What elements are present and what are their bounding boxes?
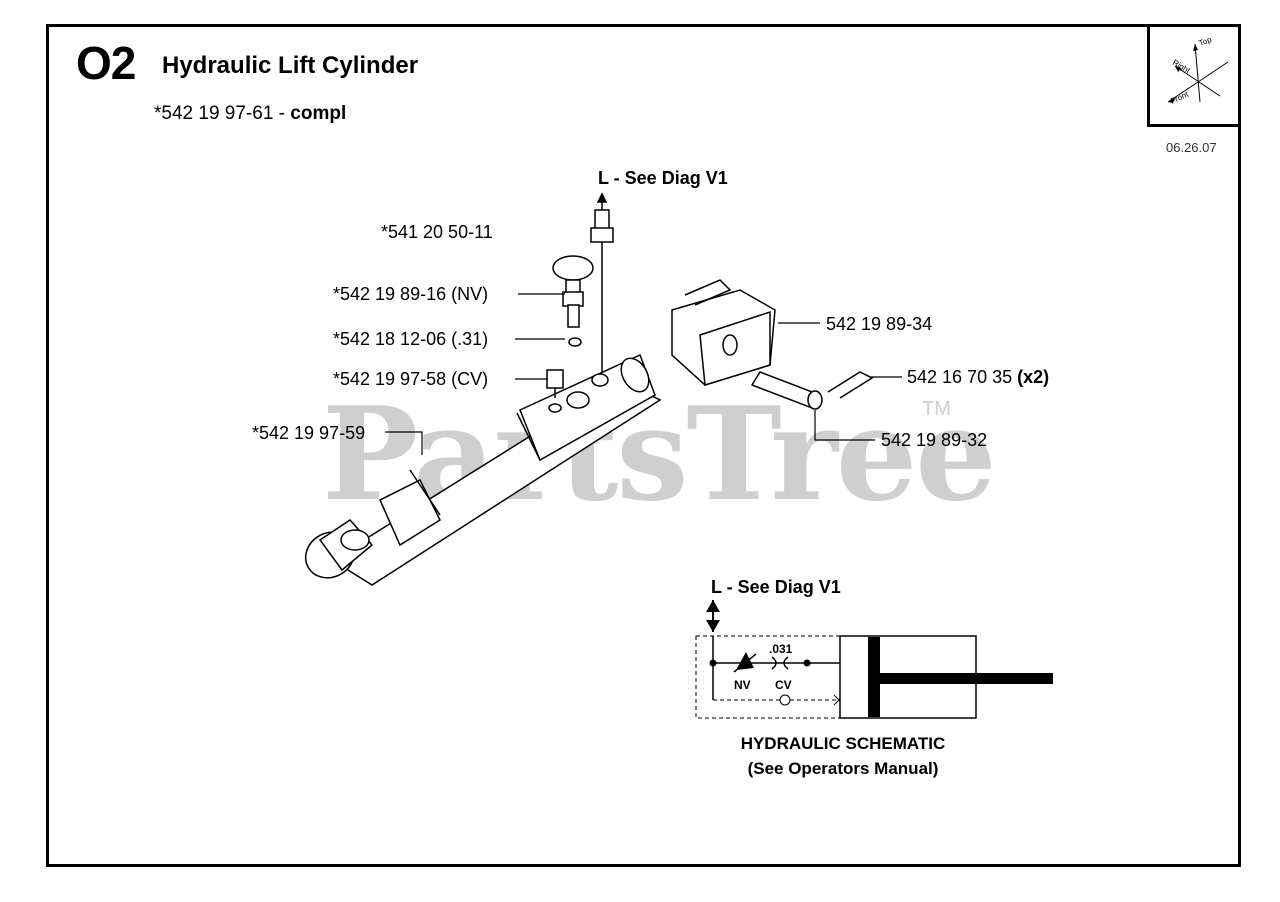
part-label: *542 19 97-59 [252, 423, 366, 443]
assembly-part: *542 19 97-61 [154, 103, 274, 124]
bracket-parts [671, 279, 874, 410]
cv-label: CV [775, 678, 792, 692]
leader-lines [385, 293, 902, 455]
part-label-with-qty: 542 16 70 35 (x2) [907, 367, 1049, 388]
part-qty: (x2) [1017, 367, 1050, 387]
schematic-title: HYDRAULIC SCHEMATIC [740, 734, 946, 753]
watermark-tm: TM [922, 398, 951, 420]
orient-top-label: Top [1198, 35, 1214, 48]
part-label: *542 19 89-16 (NV) [333, 284, 489, 304]
part-label: 542 19 89-34 [826, 314, 933, 334]
assembly-part-number: *542 19 97-61 - compl [154, 103, 346, 125]
diag-ref-top: L - See Diag V1 [598, 168, 728, 188]
cylinder-illustration [304, 353, 662, 586]
diag-ref-schematic: L - See Diag V1 [711, 577, 841, 597]
nv-label: NV [734, 678, 751, 692]
orientation-box: Top Right Front [1147, 24, 1241, 127]
page-title: Hydraulic Lift Cylinder [162, 52, 419, 79]
part-label: *541 20 50-11 [381, 222, 493, 242]
section-code: O2 [76, 37, 136, 89]
assembly-sep: - [273, 103, 291, 124]
part-label: 542 19 89-32 [881, 430, 988, 450]
part-label: 542 16 70 35 [907, 367, 1013, 387]
part-label: *542 18 12-06 (.31) [333, 329, 489, 349]
diagram-frame [46, 24, 1241, 867]
part-label: *542 19 97-58 (CV) [333, 369, 489, 389]
valve-parts [546, 192, 614, 398]
revision-date: 06.26.07 [1166, 140, 1217, 155]
assembly-suffix: compl [290, 103, 347, 124]
hydraulic-schematic [695, 600, 1053, 719]
orifice-label: .031 [769, 642, 793, 656]
schematic-subtitle: (See Operators Manual) [747, 759, 939, 778]
orientation-axes-icon: Top Right Front [1167, 35, 1229, 106]
